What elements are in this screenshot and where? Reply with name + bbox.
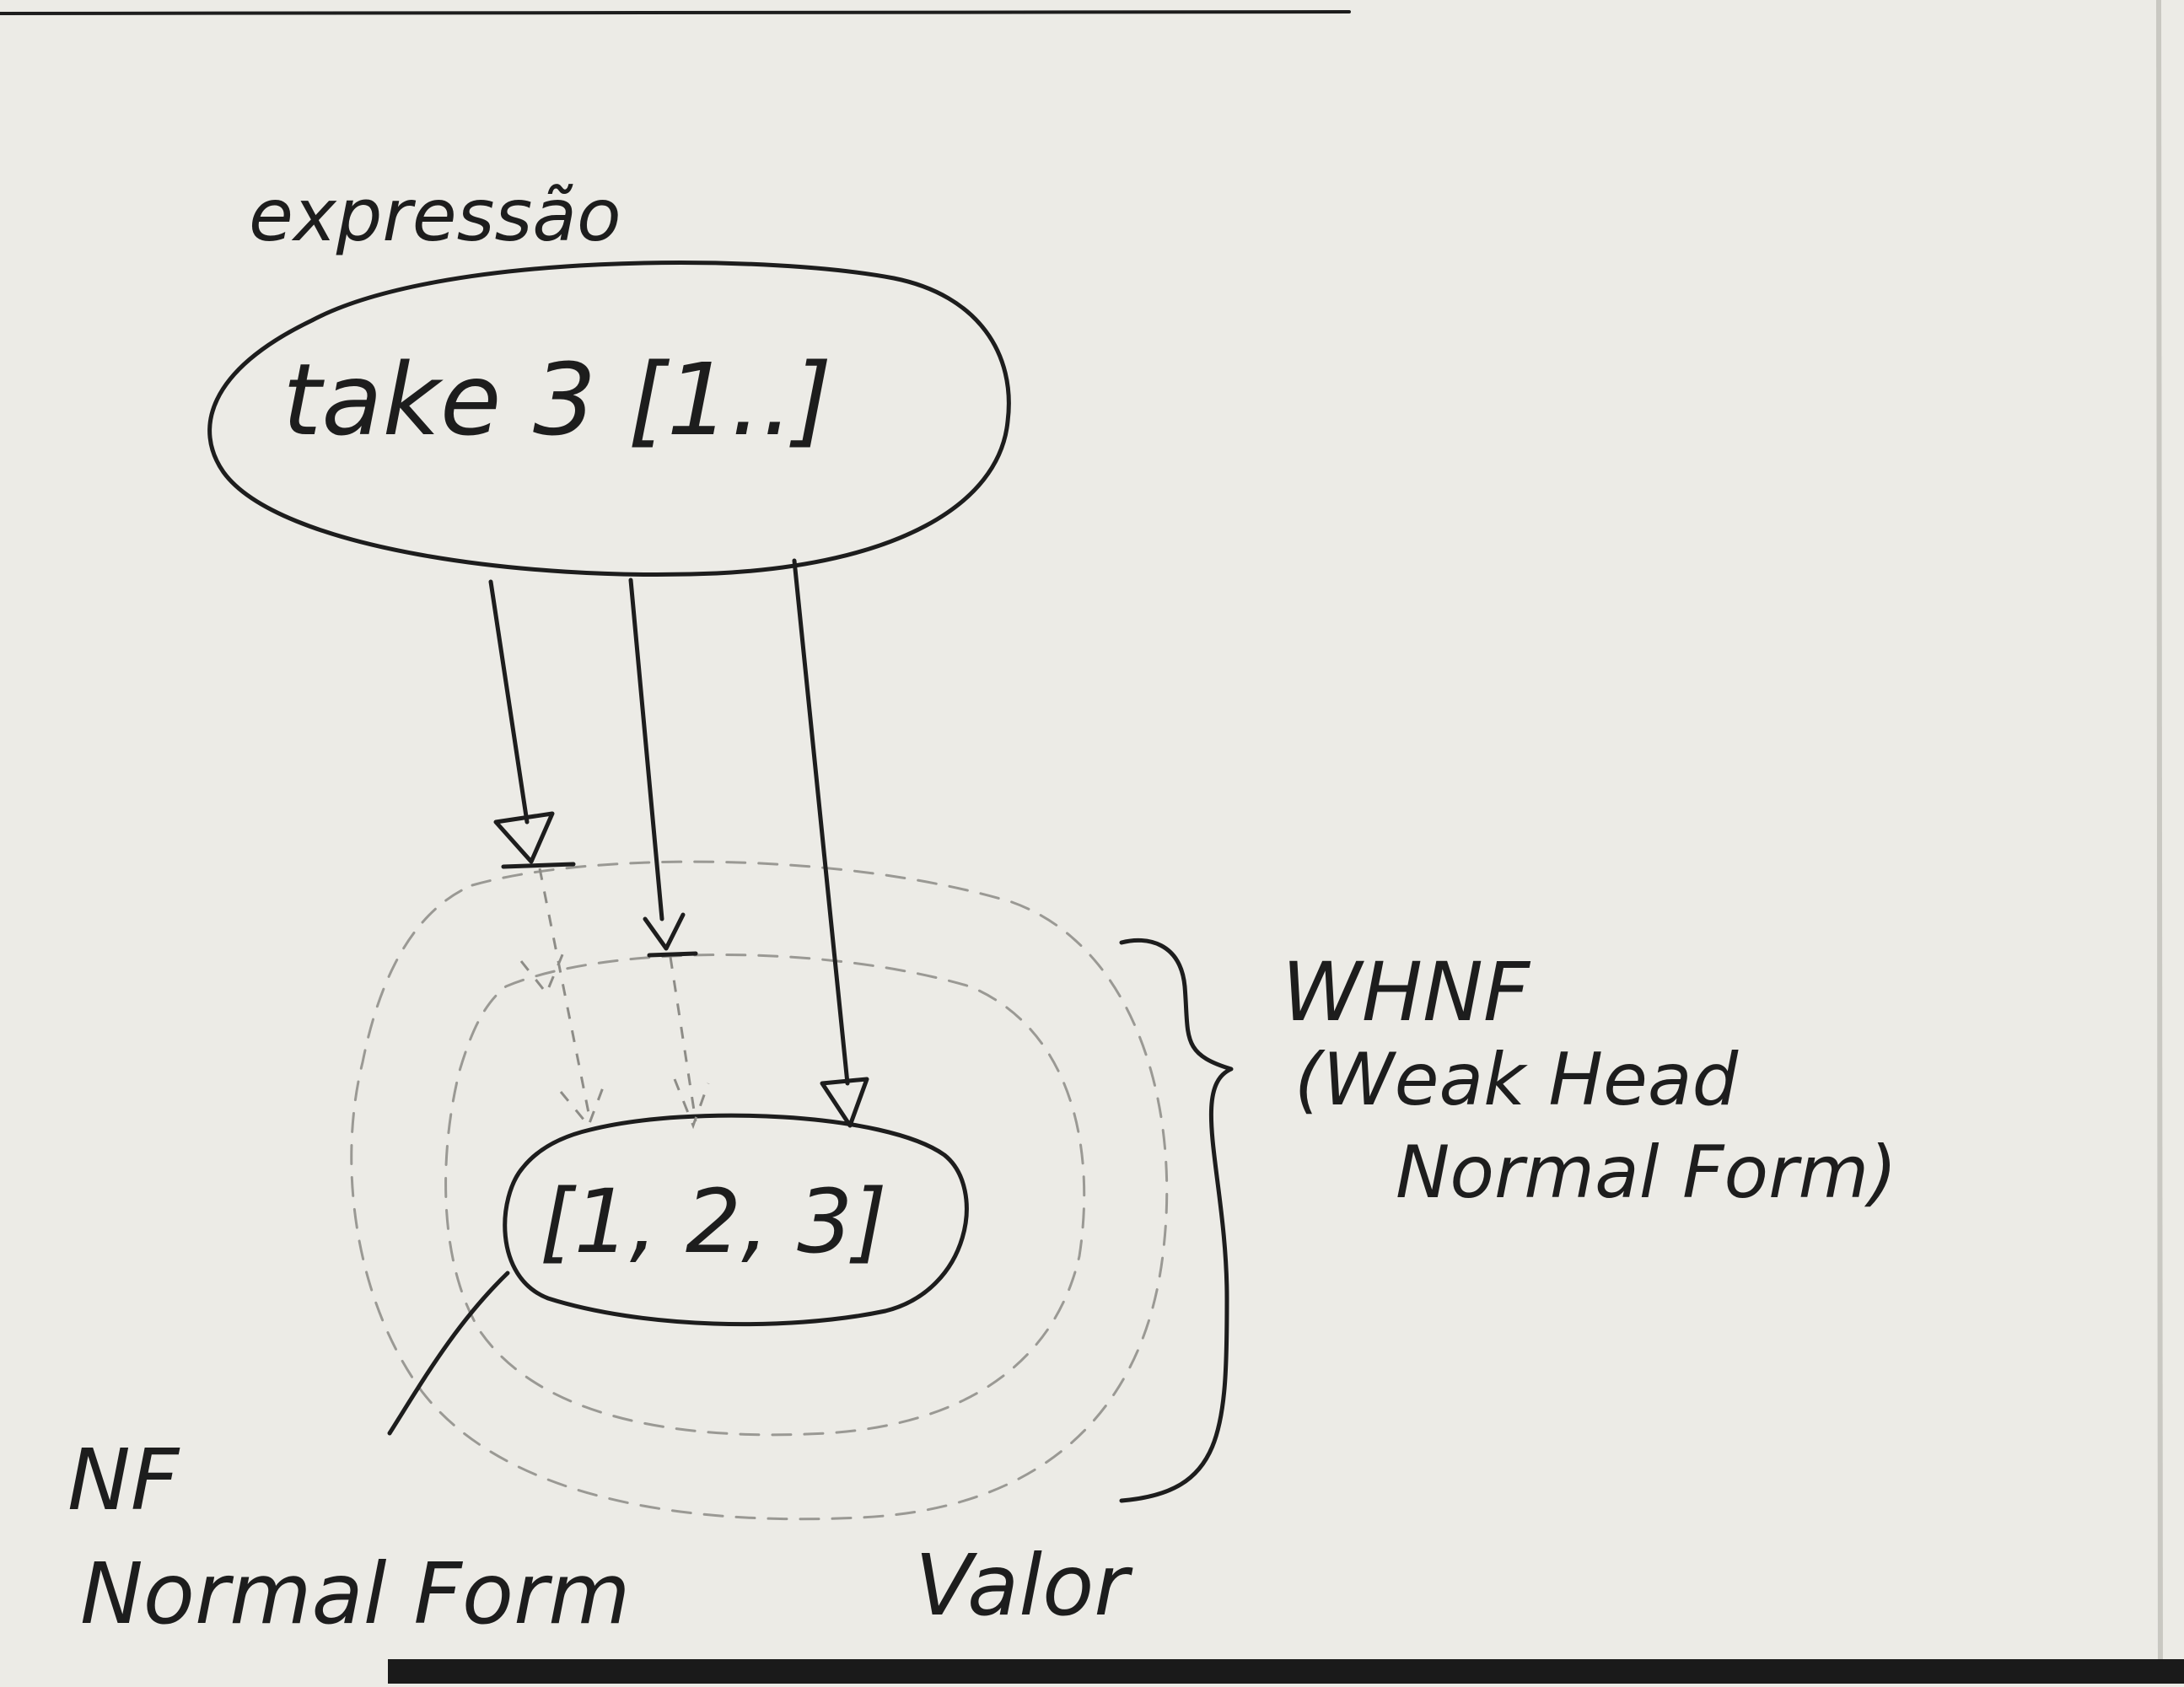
whnf-line2: Normal Form) (1396, 1131, 1897, 1215)
expression-text: take 3 [1..] (282, 341, 832, 458)
whnf-line1: (Weak Head (1294, 1038, 1739, 1122)
result-ellipse (503, 1113, 969, 1327)
whnf-outer-ring (350, 860, 1169, 1521)
arrow-nf-dashed (538, 868, 592, 1122)
arrow-nf-bar (501, 862, 576, 869)
arrow-nf-head (493, 811, 555, 864)
arrow-nf-solid (488, 579, 530, 825)
arrow-whnf-head (643, 912, 686, 951)
page-bottom-spiral (388, 1659, 2184, 1684)
expression-heading: expressão (249, 174, 621, 258)
arrow-value-head (820, 1077, 869, 1128)
nf-title: NF (67, 1431, 180, 1529)
arrow-whnf-dashed (669, 956, 697, 1122)
arrow-value-solid (792, 558, 850, 1086)
arrow-whnf-solid (628, 578, 664, 921)
arrow-whnf-dashed-head (673, 1078, 710, 1130)
value-label: Valor (915, 1536, 1133, 1635)
page-top-rule (0, 10, 1351, 15)
whnf-title: WHNF (1282, 945, 1531, 1040)
whnf-brace (1119, 938, 1234, 1503)
expression-ellipse (207, 261, 1011, 577)
result-text: [1, 2, 3] (540, 1170, 887, 1273)
nf-subtitle: Normal Form (80, 1545, 631, 1643)
whnf-inner-ring (444, 954, 1086, 1437)
page-right-edge (2156, 0, 2163, 1684)
nf-pointer-line (387, 1271, 510, 1436)
arrow-whnf-bar (647, 951, 698, 958)
